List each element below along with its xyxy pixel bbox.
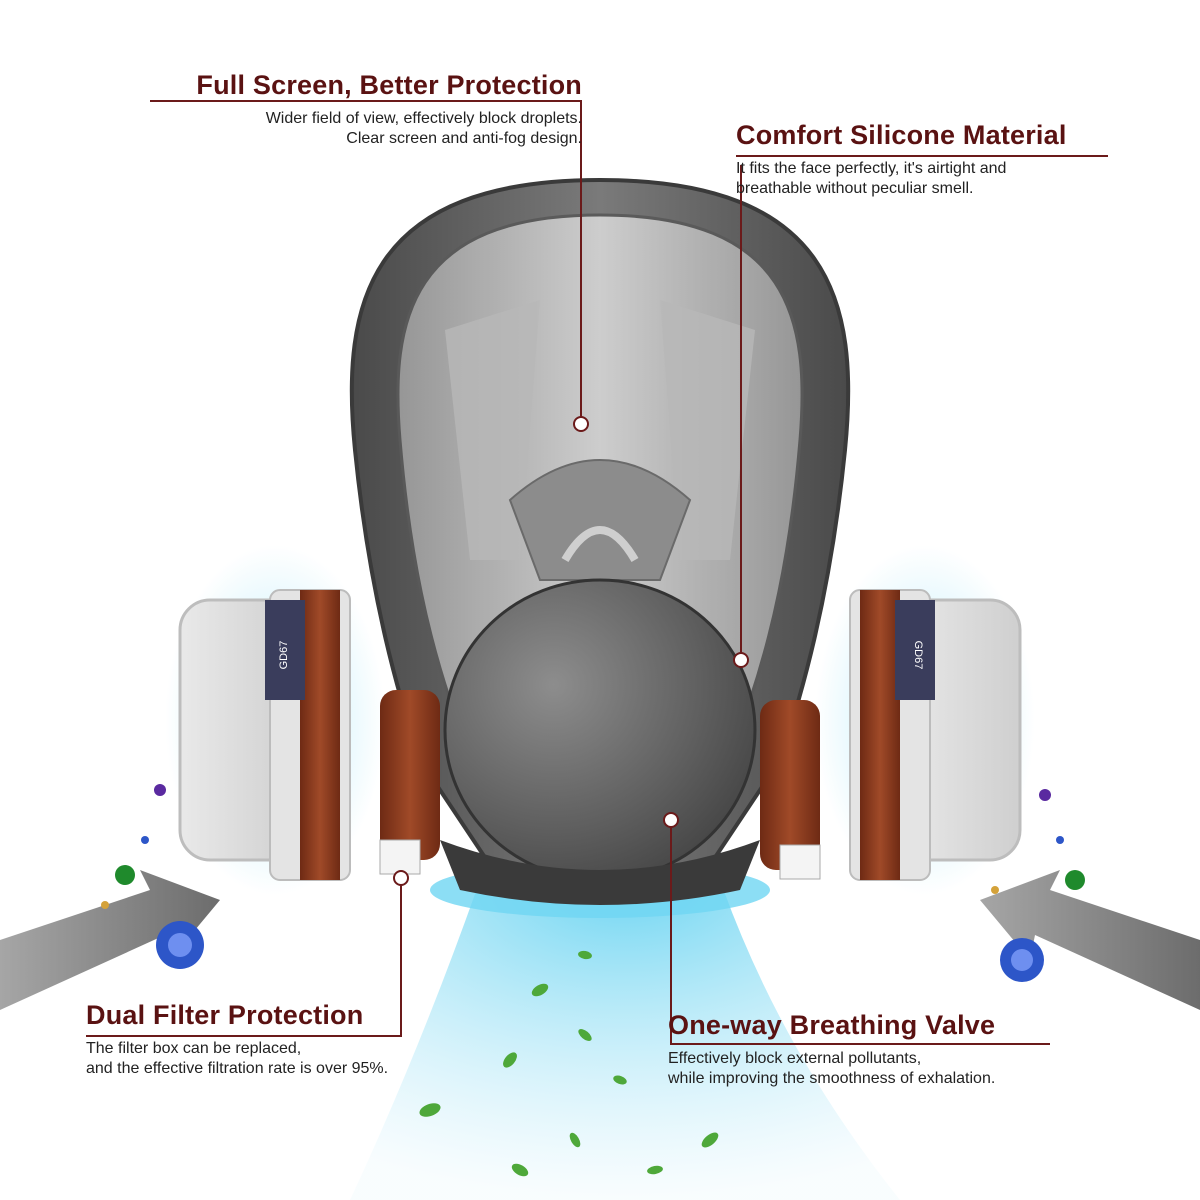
callout-desc: The filter box can be replaced, and the …	[86, 1039, 556, 1079]
callout-desc-line: Effectively block external pollutants,	[668, 1050, 922, 1067]
hotspot-silicone	[733, 652, 749, 668]
callout-full-screen: Full Screen, Better Protection Wider fie…	[150, 70, 582, 149]
breathing-valve-cover	[443, 578, 757, 882]
filter-cartridge-left	[165, 545, 440, 895]
callout-underline	[670, 1043, 1050, 1045]
leaf-icon	[419, 950, 719, 1177]
airflow-arrow-right	[980, 870, 1200, 1010]
callout-title: Full Screen, Better Protection	[196, 70, 582, 100]
callout-desc-line: while improving the smoothness of exhala…	[668, 1070, 996, 1087]
filter-cartridge-right	[760, 545, 1035, 895]
callout-desc-line: and the effective filtration rate is ove…	[86, 1060, 389, 1077]
callout-desc: Wider field of view, effectively block d…	[150, 109, 582, 149]
hotspot-screen	[573, 416, 589, 432]
callout-breathing-valve: One-way Breathing Valve Effectively bloc…	[668, 1010, 1138, 1089]
callout-comfort-silicone: Comfort Silicone Material It fits the fa…	[736, 120, 1108, 199]
callout-underline	[86, 1035, 402, 1037]
callout-desc: Effectively block external pollutants, w…	[668, 1049, 1138, 1089]
callout-title: Comfort Silicone Material	[736, 120, 1067, 150]
callout-desc-line: Clear screen and anti-fog design.	[346, 130, 582, 147]
callout-desc-line: The filter box can be replaced,	[86, 1040, 302, 1057]
exhalation-airflow	[350, 880, 900, 1200]
callout-dual-filter: Dual Filter Protection The filter box ca…	[86, 1000, 556, 1079]
callout-desc-line: Wider field of view, effectively block d…	[265, 110, 582, 127]
virus-icon	[101, 784, 1085, 982]
cartridge-label-right: GD67	[912, 641, 924, 670]
airflow-arrow-left	[0, 870, 220, 1010]
callout-title: One-way Breathing Valve	[668, 1010, 996, 1040]
hotspot-valve	[663, 812, 679, 828]
callout-title: Dual Filter Protection	[86, 1000, 364, 1030]
callout-underline	[150, 100, 582, 102]
callout-desc-line: breathable without peculiar smell.	[736, 180, 974, 197]
hotspot-filter	[393, 870, 409, 886]
nose-cup	[508, 459, 692, 581]
callout-desc-line: It fits the face perfectly, it's airtigh…	[736, 160, 1007, 177]
callout-underline	[736, 155, 1108, 157]
callout-desc: It fits the face perfectly, it's airtigh…	[736, 159, 1108, 199]
cartridge-label-left: GD67	[278, 641, 290, 670]
